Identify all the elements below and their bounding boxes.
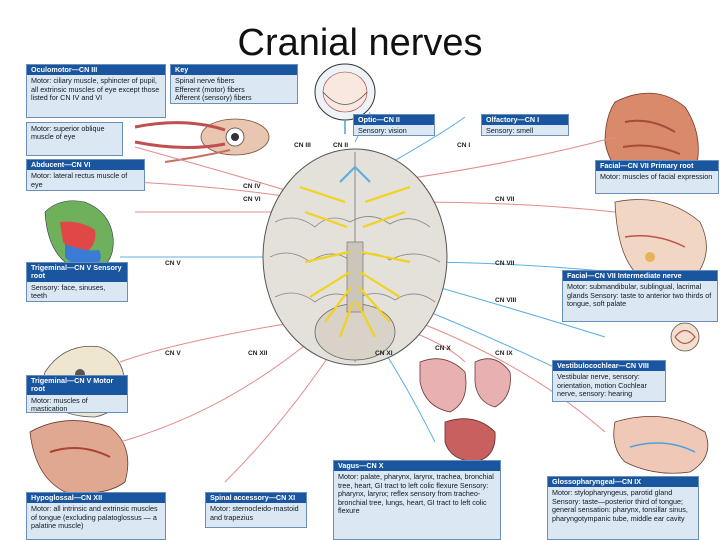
vagus-header: Vagus—CN X — [334, 461, 500, 472]
accessory-header: Spinal accessory—CN XI — [206, 493, 306, 504]
hypoglossal-box: Hypoglossal—CN XII Motor: all intrinsic … — [26, 492, 166, 540]
label-cn4: CN IV — [243, 183, 261, 190]
facial-intermediate-body: Motor: submandibular, sublingual, lacrim… — [567, 282, 712, 309]
trochlear-box: Motor: superior oblique muscle of eye — [26, 122, 123, 156]
trigeminal-sensory-box: Trigeminal—CN V Sensory root Sensory: fa… — [26, 262, 128, 302]
oculomotor-header: Oculomotor—CN III — [27, 65, 165, 76]
label-cn2: CN II — [333, 142, 349, 149]
trigeminal-motor-body: Motor: muscles of mastication — [31, 395, 88, 413]
abducent-header: Abducent—CN VI — [27, 160, 144, 171]
glossopharyngeal-header: Glossopharyngeal—CN IX — [548, 477, 698, 488]
pharynx-illustration — [613, 416, 709, 474]
head-section-illustration — [614, 199, 707, 282]
oculomotor-body: Motor: ciliary muscle, sphincter of pupi… — [31, 76, 160, 103]
glossopharyngeal-body: Motor: stylopharyngeus, parotid gland Se… — [552, 488, 688, 523]
glossopharyngeal-box: Glossopharyngeal—CN IX Motor: stylophary… — [547, 476, 699, 540]
vagus-body: Motor: palate, pharynx, larynx, trachea,… — [338, 472, 494, 516]
label-cn11: CN XI — [375, 350, 393, 357]
hypoglossal-header: Hypoglossal—CN XII — [27, 493, 165, 504]
label-cn7-upper: CN VII — [495, 196, 515, 203]
brain-illustration — [262, 148, 448, 366]
facial-primary-box: Facial—CN VII Primary root Motor: muscle… — [595, 160, 719, 194]
oculomotor-box: Oculomotor—CN III Motor: ciliary muscle,… — [26, 64, 166, 118]
olfactory-body: Sensory: smell — [486, 126, 534, 136]
optic-box: Optic—CN II Sensory: vision — [353, 114, 435, 136]
label-cn1: CN I — [457, 142, 471, 149]
label-cn6: CN VI — [243, 196, 261, 203]
label-cn8: CN VIII — [495, 297, 517, 304]
trigeminal-sensory-header: Trigeminal—CN V Sensory root — [27, 263, 127, 282]
accessory-body: Motor: sternocleido-mastoid and trapeziu… — [210, 504, 299, 522]
vestibulocochlear-header: Vestibulocochlear—CN VIII — [553, 361, 665, 372]
key-box: Key Spinal nerve fibers Efferent (motor)… — [170, 64, 298, 104]
cranial-nerves-diagram: Oculomotor—CN III Motor: ciliary muscle,… — [25, 62, 720, 540]
label-cn5-upper: CN V — [165, 260, 181, 267]
olfactory-box: Olfactory—CN I Sensory: smell — [481, 114, 569, 136]
abducent-box: Abducent—CN VI Motor: lateral rectus mus… — [26, 159, 145, 191]
vestibulocochlear-body: Vestibular nerve, sensory: orientation, … — [557, 372, 647, 399]
face-sensory-map — [44, 200, 114, 269]
label-cn9: CN IX — [495, 350, 513, 357]
facial-intermediate-box: Facial—CN VII Intermediate nerve Motor: … — [562, 270, 718, 322]
neck-tongue-illustration — [29, 420, 129, 494]
orbit-muscles-illustration — [134, 118, 270, 163]
hypoglossal-body: Motor: all intrinsic and extrinsic muscl… — [31, 504, 158, 531]
optic-body: Sensory: vision — [358, 126, 407, 136]
eyeball-illustration — [314, 63, 376, 134]
olfactory-header: Olfactory—CN I — [482, 115, 568, 126]
key-header: Key — [171, 65, 297, 76]
vagus-box: Vagus—CN X Motor: palate, pharynx, laryn… — [333, 460, 501, 540]
label-cn10: CN X — [435, 345, 451, 352]
key-spinal: Spinal nerve fibers — [175, 76, 235, 86]
facial-primary-body: Motor: muscles of facial expression — [600, 172, 713, 182]
trigeminal-motor-box: Trigeminal—CN V Motor root Motor: muscle… — [26, 375, 128, 413]
trochlear-body: Motor: superior oblique muscle of eye — [31, 124, 105, 142]
accessory-box: Spinal accessory—CN XI Motor: sternoclei… — [205, 492, 307, 528]
trigeminal-motor-header: Trigeminal—CN V Motor root — [27, 376, 127, 395]
label-cn3: CN III — [294, 142, 311, 149]
facial-intermediate-header: Facial—CN VII Intermediate nerve — [563, 271, 717, 282]
label-cn12: CN XII — [248, 350, 268, 357]
inner-ear-illustration — [670, 322, 700, 352]
key-efferent: Efferent (motor) fibers — [175, 84, 245, 94]
label-cn7-lower: CN VII — [495, 260, 515, 267]
trigeminal-sensory-body: Sensory: face, sinuses, teeth — [31, 282, 106, 301]
abducent-body: Motor: lateral rectus muscle of eye — [31, 171, 128, 189]
facial-primary-header: Facial—CN VII Primary root — [596, 161, 718, 172]
slide-title: Cranial nerves — [237, 22, 483, 64]
vestibulocochlear-box: Vestibulocochlear—CN VIII Vestibular ner… — [552, 360, 666, 402]
optic-header: Optic—CN II — [354, 115, 434, 126]
label-cn5-lower: CN V — [165, 350, 181, 357]
key-afferent: Afferent (sensory) fibers — [175, 93, 252, 103]
